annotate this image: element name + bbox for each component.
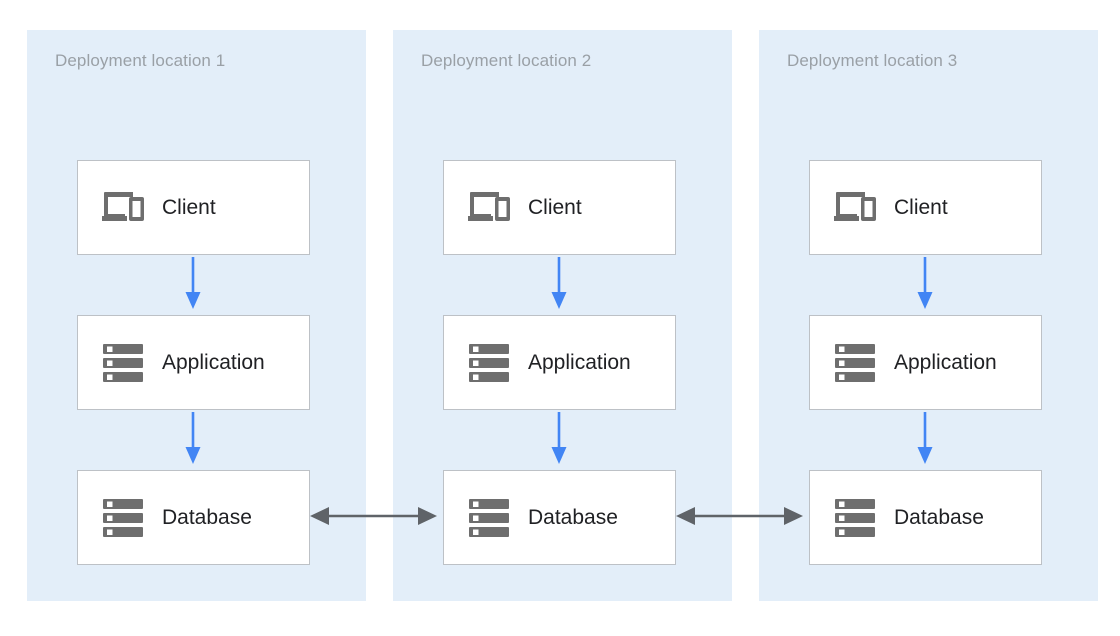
flow-arrow-application-to-database-3	[914, 412, 936, 464]
node-application-2[interactable]: Application	[443, 315, 676, 410]
devices-icon	[832, 185, 878, 231]
node-label-application-1: Application	[162, 350, 265, 374]
node-label-application-3: Application	[894, 350, 997, 374]
server-stack-icon	[466, 495, 512, 541]
server-stack-icon	[100, 495, 146, 541]
node-client-2[interactable]: Client	[443, 160, 676, 255]
deployment-location-panel-3: Deployment location 3 Client	[759, 30, 1098, 601]
replication-arrow-db2-db3	[676, 503, 803, 529]
devices-icon	[100, 185, 146, 231]
node-database-3[interactable]: Database	[809, 470, 1042, 565]
panel-title-1: Deployment location 1	[55, 51, 226, 70]
server-stack-icon	[100, 340, 146, 386]
node-client-3[interactable]: Client	[809, 160, 1042, 255]
server-stack-icon	[832, 340, 878, 386]
flow-arrow-client-to-application-2	[548, 257, 570, 309]
deployment-location-panel-2: Deployment location 2 Client	[393, 30, 732, 601]
node-client-1[interactable]: Client	[77, 160, 310, 255]
node-label-client-1: Client	[162, 195, 216, 219]
node-label-database-1: Database	[162, 505, 252, 529]
node-database-1[interactable]: Database	[77, 470, 310, 565]
replication-arrow-db1-db2	[310, 503, 437, 529]
devices-icon	[466, 185, 512, 231]
node-label-application-2: Application	[528, 350, 631, 374]
node-application-1[interactable]: Application	[77, 315, 310, 410]
node-label-client-2: Client	[528, 195, 582, 219]
server-stack-icon	[832, 495, 878, 541]
node-label-database-3: Database	[894, 505, 984, 529]
node-application-3[interactable]: Application	[809, 315, 1042, 410]
node-database-2[interactable]: Database	[443, 470, 676, 565]
deployment-location-panel-1: Deployment location 1 Client	[27, 30, 366, 601]
flow-arrow-client-to-application-3	[914, 257, 936, 309]
flow-arrow-application-to-database-2	[548, 412, 570, 464]
flow-arrow-application-to-database-1	[182, 412, 204, 464]
node-label-database-2: Database	[528, 505, 618, 529]
panel-title-2: Deployment location 2	[421, 51, 592, 70]
panel-title-3: Deployment location 3	[787, 51, 958, 70]
node-label-client-3: Client	[894, 195, 948, 219]
flow-arrow-client-to-application-1	[182, 257, 204, 309]
server-stack-icon	[466, 340, 512, 386]
